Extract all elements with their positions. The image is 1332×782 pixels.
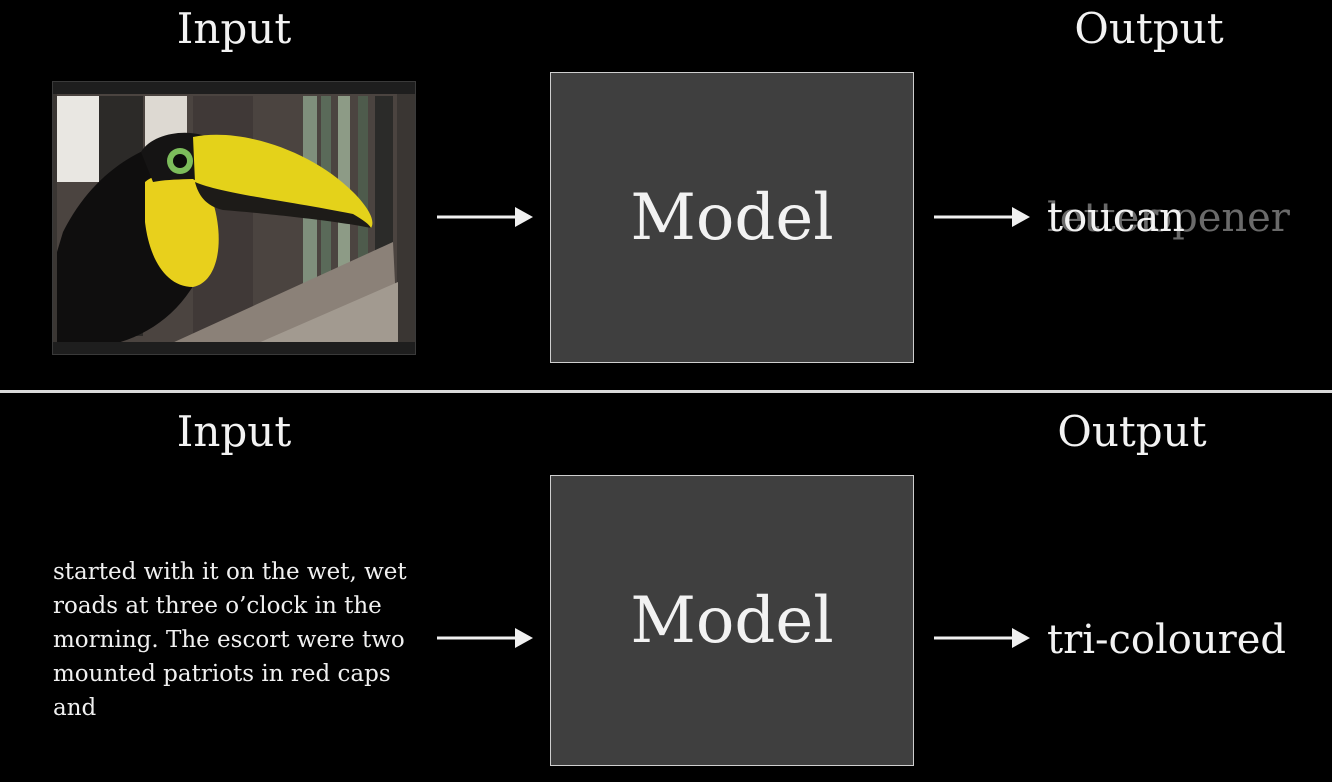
bottom-input-heading: Input (176, 407, 292, 456)
top-model-label: Model (630, 180, 834, 255)
bottom-output-arrow-icon (934, 628, 1030, 648)
bottom-model-box: Model (550, 475, 914, 766)
top-output-ghost-suffix: opener (1148, 195, 1290, 241)
bottom-output-label: tri-coloured (1047, 617, 1287, 663)
panel-divider (0, 390, 1332, 393)
bottom-input-text: started with it on the wet, wet roads at… (53, 559, 407, 721)
top-model-box: Model (550, 72, 914, 363)
toucan-photo (53, 82, 415, 354)
bottom-output-heading: Output (1057, 407, 1207, 456)
bottom-input-arrow-icon (437, 628, 533, 648)
top-output-label: toucan (1047, 195, 1185, 241)
top-output-arrow-icon (934, 207, 1030, 227)
top-input-arrow-icon (437, 207, 533, 227)
bottom-model-label: Model (630, 583, 834, 658)
top-output-heading: Output (1074, 4, 1224, 53)
toucan-photo-svg (53, 82, 415, 354)
top-output-ghost-prefix: letter (1047, 195, 1159, 241)
top-input-heading: Input (176, 4, 292, 53)
